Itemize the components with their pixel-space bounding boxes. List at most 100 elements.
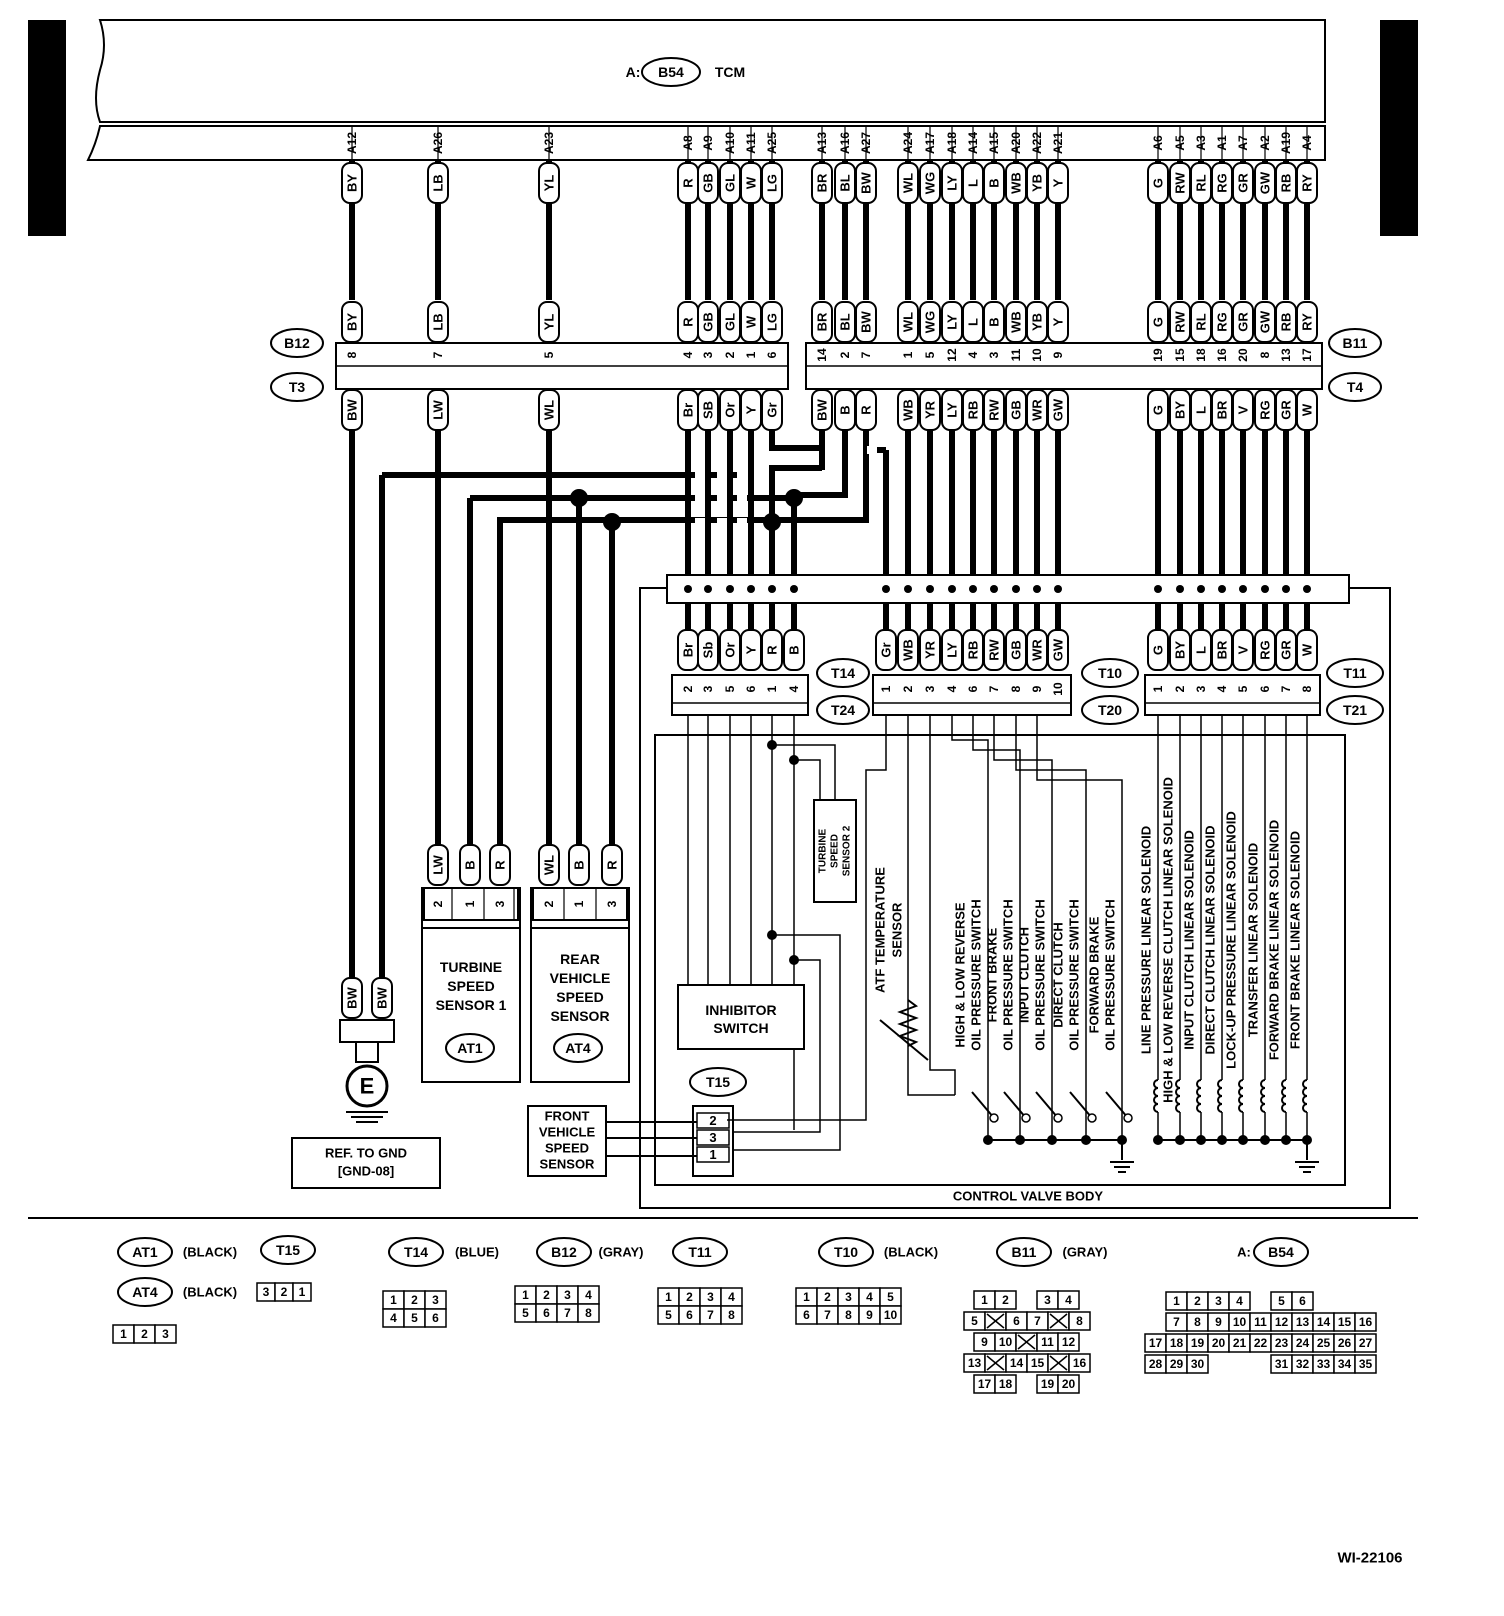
legend-t11-pin: 1 bbox=[665, 1290, 672, 1304]
legend-b11-pin: 6 bbox=[1013, 1314, 1020, 1328]
rear-speed-wire-color: B bbox=[572, 860, 587, 869]
legend-b11-cell bbox=[1068, 1311, 1091, 1331]
mid-pin: 20 bbox=[1236, 348, 1250, 362]
legend-t11-pin: 6 bbox=[686, 1308, 693, 1322]
harness-dot bbox=[882, 585, 890, 593]
legend-t11-oval bbox=[672, 1237, 728, 1267]
harness-dot bbox=[1154, 585, 1162, 593]
mid-wire-color-lower: BY bbox=[1173, 401, 1188, 419]
legend-b54-pin: 3 bbox=[1215, 1294, 1222, 1308]
wire bbox=[1015, 715, 1087, 1090]
legend-b54-pin: 1 bbox=[1173, 1294, 1180, 1308]
mid-pin: 7 bbox=[431, 351, 445, 358]
conn-t4-oval bbox=[1328, 372, 1382, 402]
t11-pin: 4 bbox=[1215, 685, 1229, 692]
mid-wire-color-lower: L bbox=[1194, 406, 1209, 414]
mid-wire-color-upper: RL bbox=[1194, 313, 1209, 330]
legend-t10-label: T10 bbox=[834, 1244, 858, 1260]
conn-b12-label: B12 bbox=[284, 335, 310, 351]
legend-b54-pin: 2 bbox=[1194, 1294, 1201, 1308]
legend-at1-color: (BLACK) bbox=[183, 1245, 237, 1260]
tcm-wire-color: GB bbox=[701, 173, 716, 193]
mid-pin: 14 bbox=[815, 348, 829, 362]
harness-dot bbox=[1033, 585, 1041, 593]
crossing-gap bbox=[695, 494, 705, 502]
tcm-wire-color: BL bbox=[838, 174, 853, 191]
crossing-gap bbox=[717, 494, 727, 502]
page-tag-right bbox=[1380, 20, 1418, 236]
switch-label: FORWARD BRAKE bbox=[1087, 916, 1102, 1033]
legend-t15-pin: 3 bbox=[263, 1285, 270, 1299]
t10-wire-color: RB bbox=[966, 641, 981, 660]
turbine1-label: TURBINE bbox=[440, 959, 502, 975]
tcm-pin-A15: A15 bbox=[987, 132, 1001, 154]
switch-label: FRONT BRAKE bbox=[985, 927, 1000, 1022]
mid-pin: 4 bbox=[681, 351, 695, 358]
legend-t11-pin: 8 bbox=[728, 1308, 735, 1322]
mid-wire-color-upper: BR bbox=[815, 312, 830, 331]
legend-b12-color: (GRAY) bbox=[598, 1245, 643, 1260]
tcm-pin-A16: A16 bbox=[838, 132, 852, 154]
mid-wire-color-upper: L bbox=[966, 318, 981, 326]
ground-wire-color-badge bbox=[341, 977, 363, 1019]
t14-wire-color: Y bbox=[744, 645, 759, 654]
legend-at4-pin: 3 bbox=[162, 1327, 169, 1341]
mid-wire-color-upper: RY bbox=[1300, 313, 1315, 331]
wire bbox=[972, 715, 1021, 1090]
t11-wire-color: W bbox=[1300, 643, 1315, 656]
tcm-wire-color-badge bbox=[1047, 162, 1069, 204]
rear-speed-wire-color: WL bbox=[542, 855, 557, 875]
tcm-pin-A8: A8 bbox=[681, 135, 695, 151]
t11-pin: 3 bbox=[1194, 685, 1208, 692]
legend-b54-pin: 4 bbox=[1236, 1294, 1243, 1308]
legend-b54-pin: 22 bbox=[1254, 1336, 1268, 1350]
mid-wire-color-upper: YB bbox=[1030, 313, 1045, 331]
legend-t10-oval bbox=[818, 1237, 874, 1267]
legend-b11-cell bbox=[1057, 1290, 1080, 1310]
legend-b11-pin: 4 bbox=[1065, 1293, 1072, 1307]
switch-label: OIL PRESSURE SWITCH bbox=[1067, 899, 1082, 1050]
solenoid-label: LINE PRESSURE LINEAR SOLENOID bbox=[1139, 826, 1154, 1054]
wire bbox=[772, 744, 836, 800]
ground-wire-color-badge bbox=[371, 977, 393, 1019]
conn-t15-oval bbox=[689, 1067, 747, 1097]
turbine1-wire-color-badge bbox=[459, 844, 481, 886]
conn-at1-oval bbox=[445, 1033, 495, 1063]
legend-t14-pin: 5 bbox=[411, 1311, 418, 1325]
t14-wire-color-badge bbox=[783, 629, 805, 671]
legend-at4-label: AT4 bbox=[132, 1284, 158, 1300]
conn-t21-label: T21 bbox=[1343, 702, 1367, 718]
tcm-pin-A10: A10 bbox=[723, 132, 737, 154]
legend-t14-pin: 3 bbox=[432, 1293, 439, 1307]
harness-dot bbox=[1282, 585, 1290, 593]
mid-wire-color-lower: WB bbox=[901, 399, 916, 421]
legend-b54-pin: 9 bbox=[1215, 1315, 1222, 1329]
turbine1-label: SENSOR 1 bbox=[436, 997, 507, 1013]
legend-b12-pin: 1 bbox=[522, 1288, 529, 1302]
t14-pin: 6 bbox=[744, 685, 758, 692]
tcm-pin-A5: A5 bbox=[1173, 135, 1187, 151]
legend-at4-color: (BLACK) bbox=[183, 1285, 237, 1300]
legend-b54-pin: 6 bbox=[1299, 1294, 1306, 1308]
legend-b12-pin: 7 bbox=[564, 1306, 571, 1320]
wire bbox=[769, 430, 825, 451]
inhibitor-label: INHIBITOR bbox=[705, 1002, 776, 1018]
front-speed-label: VEHICLE bbox=[539, 1125, 596, 1140]
tcm-wire-color: LG bbox=[765, 174, 780, 192]
mid-wire-color-lower: Or bbox=[723, 402, 738, 417]
mid-wire-color-lower: YR bbox=[923, 400, 938, 419]
legend-b11-label: B11 bbox=[1012, 1244, 1037, 1260]
legend-b54-cell bbox=[1291, 1291, 1314, 1311]
t10-wire-color: GB bbox=[1009, 640, 1024, 660]
legend-b11-pin: 19 bbox=[1041, 1377, 1055, 1391]
wire bbox=[1049, 1355, 1068, 1371]
mid-wire-color-lower: LY bbox=[945, 402, 960, 418]
legend-b11-pin: 16 bbox=[1073, 1356, 1087, 1370]
t10-pin: 4 bbox=[945, 685, 959, 692]
mid-pin: 2 bbox=[723, 351, 737, 358]
t10-wire-color-badge bbox=[875, 629, 897, 671]
tcm-wire-color: RG bbox=[1215, 173, 1230, 193]
legend-t14-pin: 2 bbox=[411, 1293, 418, 1307]
ref-gnd-box bbox=[291, 1137, 441, 1189]
inhibitor-label: SWITCH bbox=[713, 1020, 768, 1036]
